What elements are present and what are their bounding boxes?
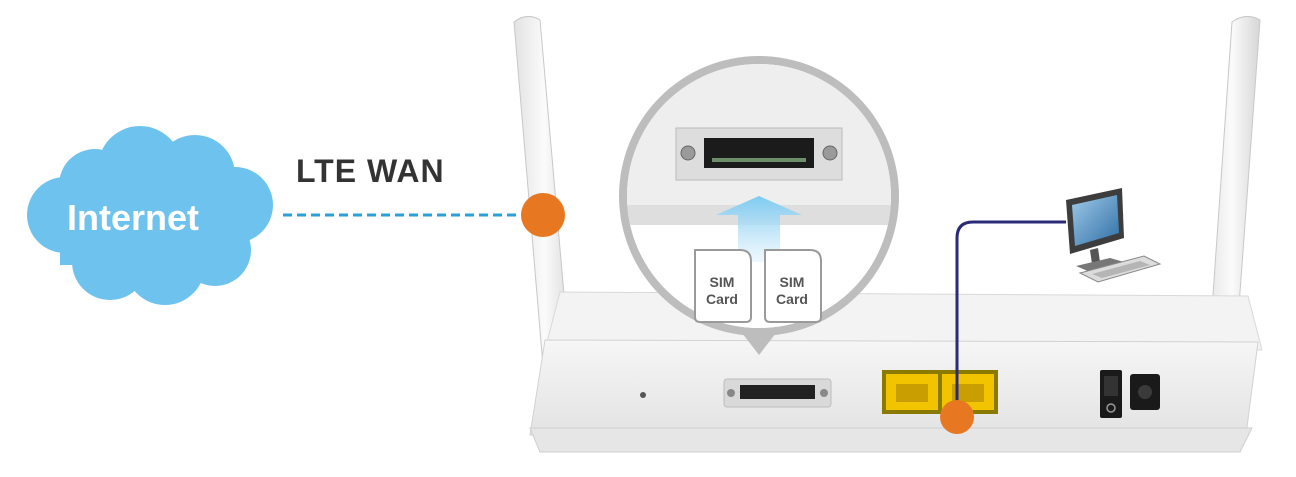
lan-connection-dot	[940, 400, 974, 434]
sim-slot-closeup	[704, 138, 814, 168]
sim-slot-zoom-callout: SIM Card SIM Card	[619, 56, 899, 355]
sim-card-2-line1: SIM	[780, 274, 805, 290]
insert-arrow-icon	[716, 196, 802, 262]
cloud-label: Internet	[67, 197, 199, 238]
sim-card-2-line2: Card	[776, 291, 808, 307]
reset-pinhole	[640, 392, 646, 398]
sim-card-1: SIM Card	[694, 249, 752, 323]
sim-card-1-line1: SIM	[710, 274, 735, 290]
lte-wan-label: LTE WAN	[296, 153, 445, 189]
lte-router-image	[513, 16, 1263, 453]
cloud-icon	[27, 126, 273, 305]
internet-cloud: Internet	[27, 126, 273, 305]
desktop-computer-icon	[1066, 188, 1162, 283]
sim-card-1-line2: Card	[706, 291, 738, 307]
ethernet-cable	[955, 220, 1066, 418]
sim-card-2: SIM Card	[764, 249, 822, 323]
lte-connection-dot	[521, 193, 565, 237]
